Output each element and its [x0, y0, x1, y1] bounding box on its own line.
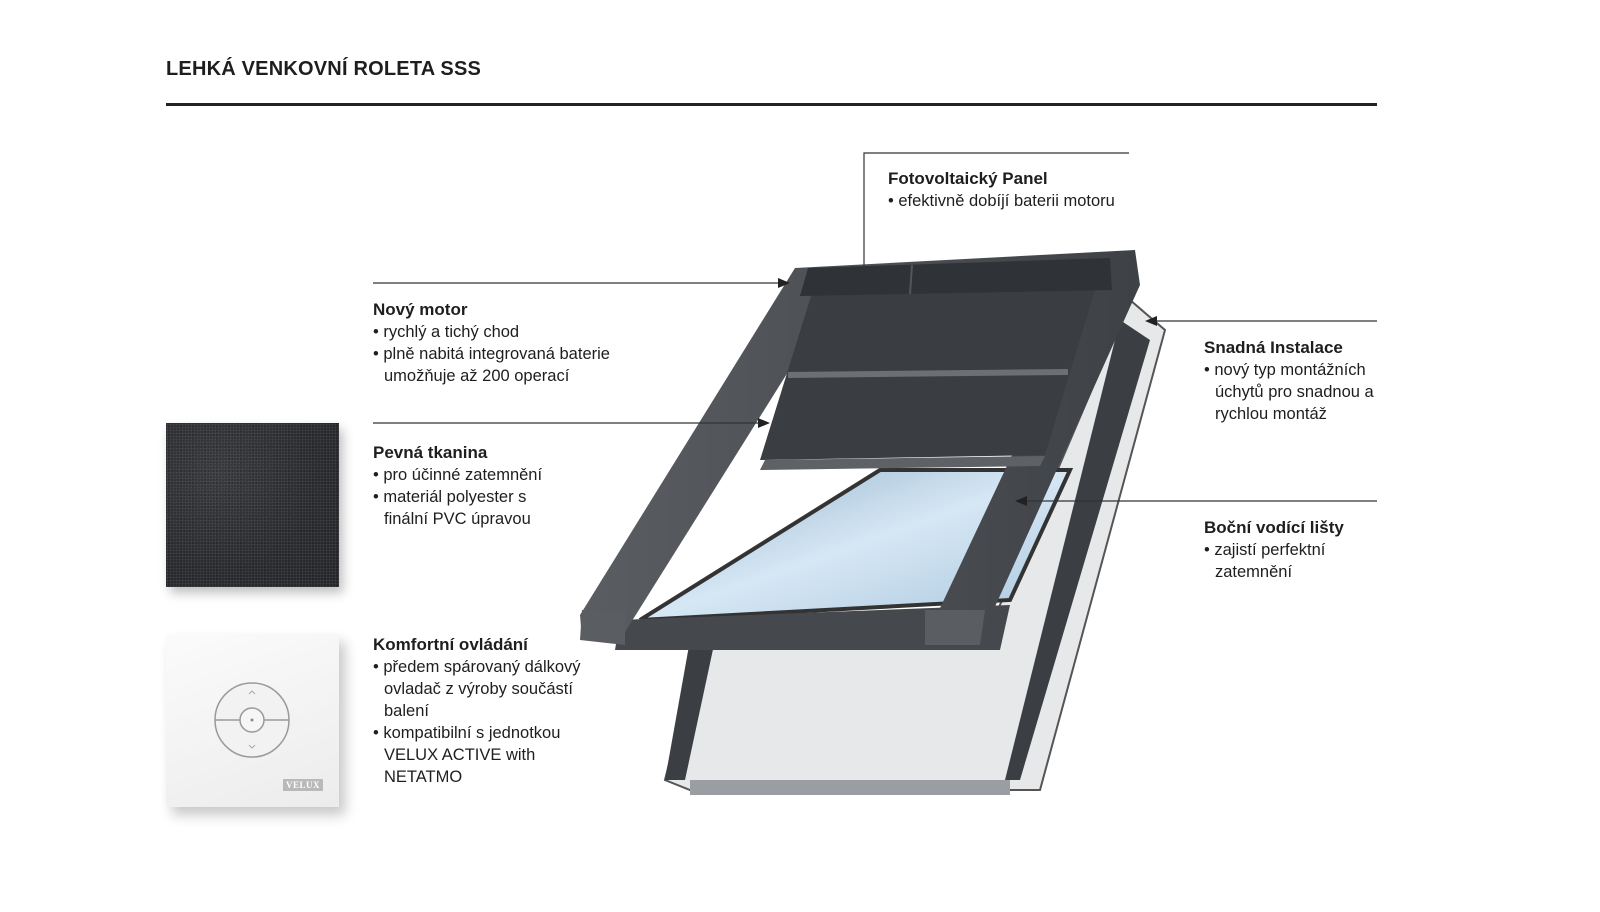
- feature-heading: Pevná tkanina: [373, 443, 488, 462]
- velux-logo: VELUX: [282, 779, 323, 791]
- remote-control-image: VELUX: [166, 634, 339, 807]
- feature-heading: Komfortní ovládání: [373, 635, 528, 654]
- feature-rails: Boční vodící lišty zajistí perfektní zat…: [1204, 517, 1354, 583]
- feature-bullet: kompatibilní s jednotkou VELUX ACTIVE wi…: [373, 722, 588, 788]
- feature-bullet: materiál polyester s finální PVC úpravou: [373, 486, 563, 530]
- feature-bullet: plně nabitá integrovaná baterie umožňuje…: [373, 343, 638, 387]
- solar-panel: [800, 258, 1112, 296]
- feature-install: Snadná Instalace nový typ montážních úch…: [1204, 337, 1389, 425]
- leader-panel: [863, 152, 1129, 272]
- feature-heading: Boční vodící lišty: [1204, 518, 1344, 537]
- feature-heading: Snadná Instalace: [1204, 338, 1343, 357]
- feature-control: Komfortní ovládání předem spárovaný dálk…: [373, 634, 588, 788]
- title-divider: [166, 103, 1377, 106]
- feature-heading: Nový motor: [373, 300, 468, 319]
- feature-fabric: Pevná tkanina pro účinné zatemnění mater…: [373, 442, 563, 530]
- feature-bullet: zajistí perfektní zatemnění: [1204, 539, 1354, 583]
- feature-bullet: efektivně dobíjí baterii motoru: [888, 190, 1114, 212]
- feature-bullet: nový typ montážních úchytů pro snadnou a…: [1204, 359, 1389, 425]
- feature-bullet: rychlý a tichý chod: [373, 321, 638, 343]
- feature-bullet: předem spárovaný dálkový ovladač z výrob…: [373, 656, 588, 722]
- feature-bullet: pro účinné zatemnění: [373, 464, 563, 486]
- page-title: LEHKÁ VENKOVNÍ ROLETA SSS: [166, 58, 482, 80]
- fabric-sample-image: [166, 423, 339, 587]
- feature-motor: Nový motor rychlý a tichý chod plně nabi…: [373, 299, 638, 387]
- shutter-frame: [580, 250, 1140, 640]
- feature-heading: Fotovoltaický Panel: [888, 169, 1048, 188]
- feature-panel: Fotovoltaický Panel efektivně dobíjí bat…: [888, 168, 1115, 212]
